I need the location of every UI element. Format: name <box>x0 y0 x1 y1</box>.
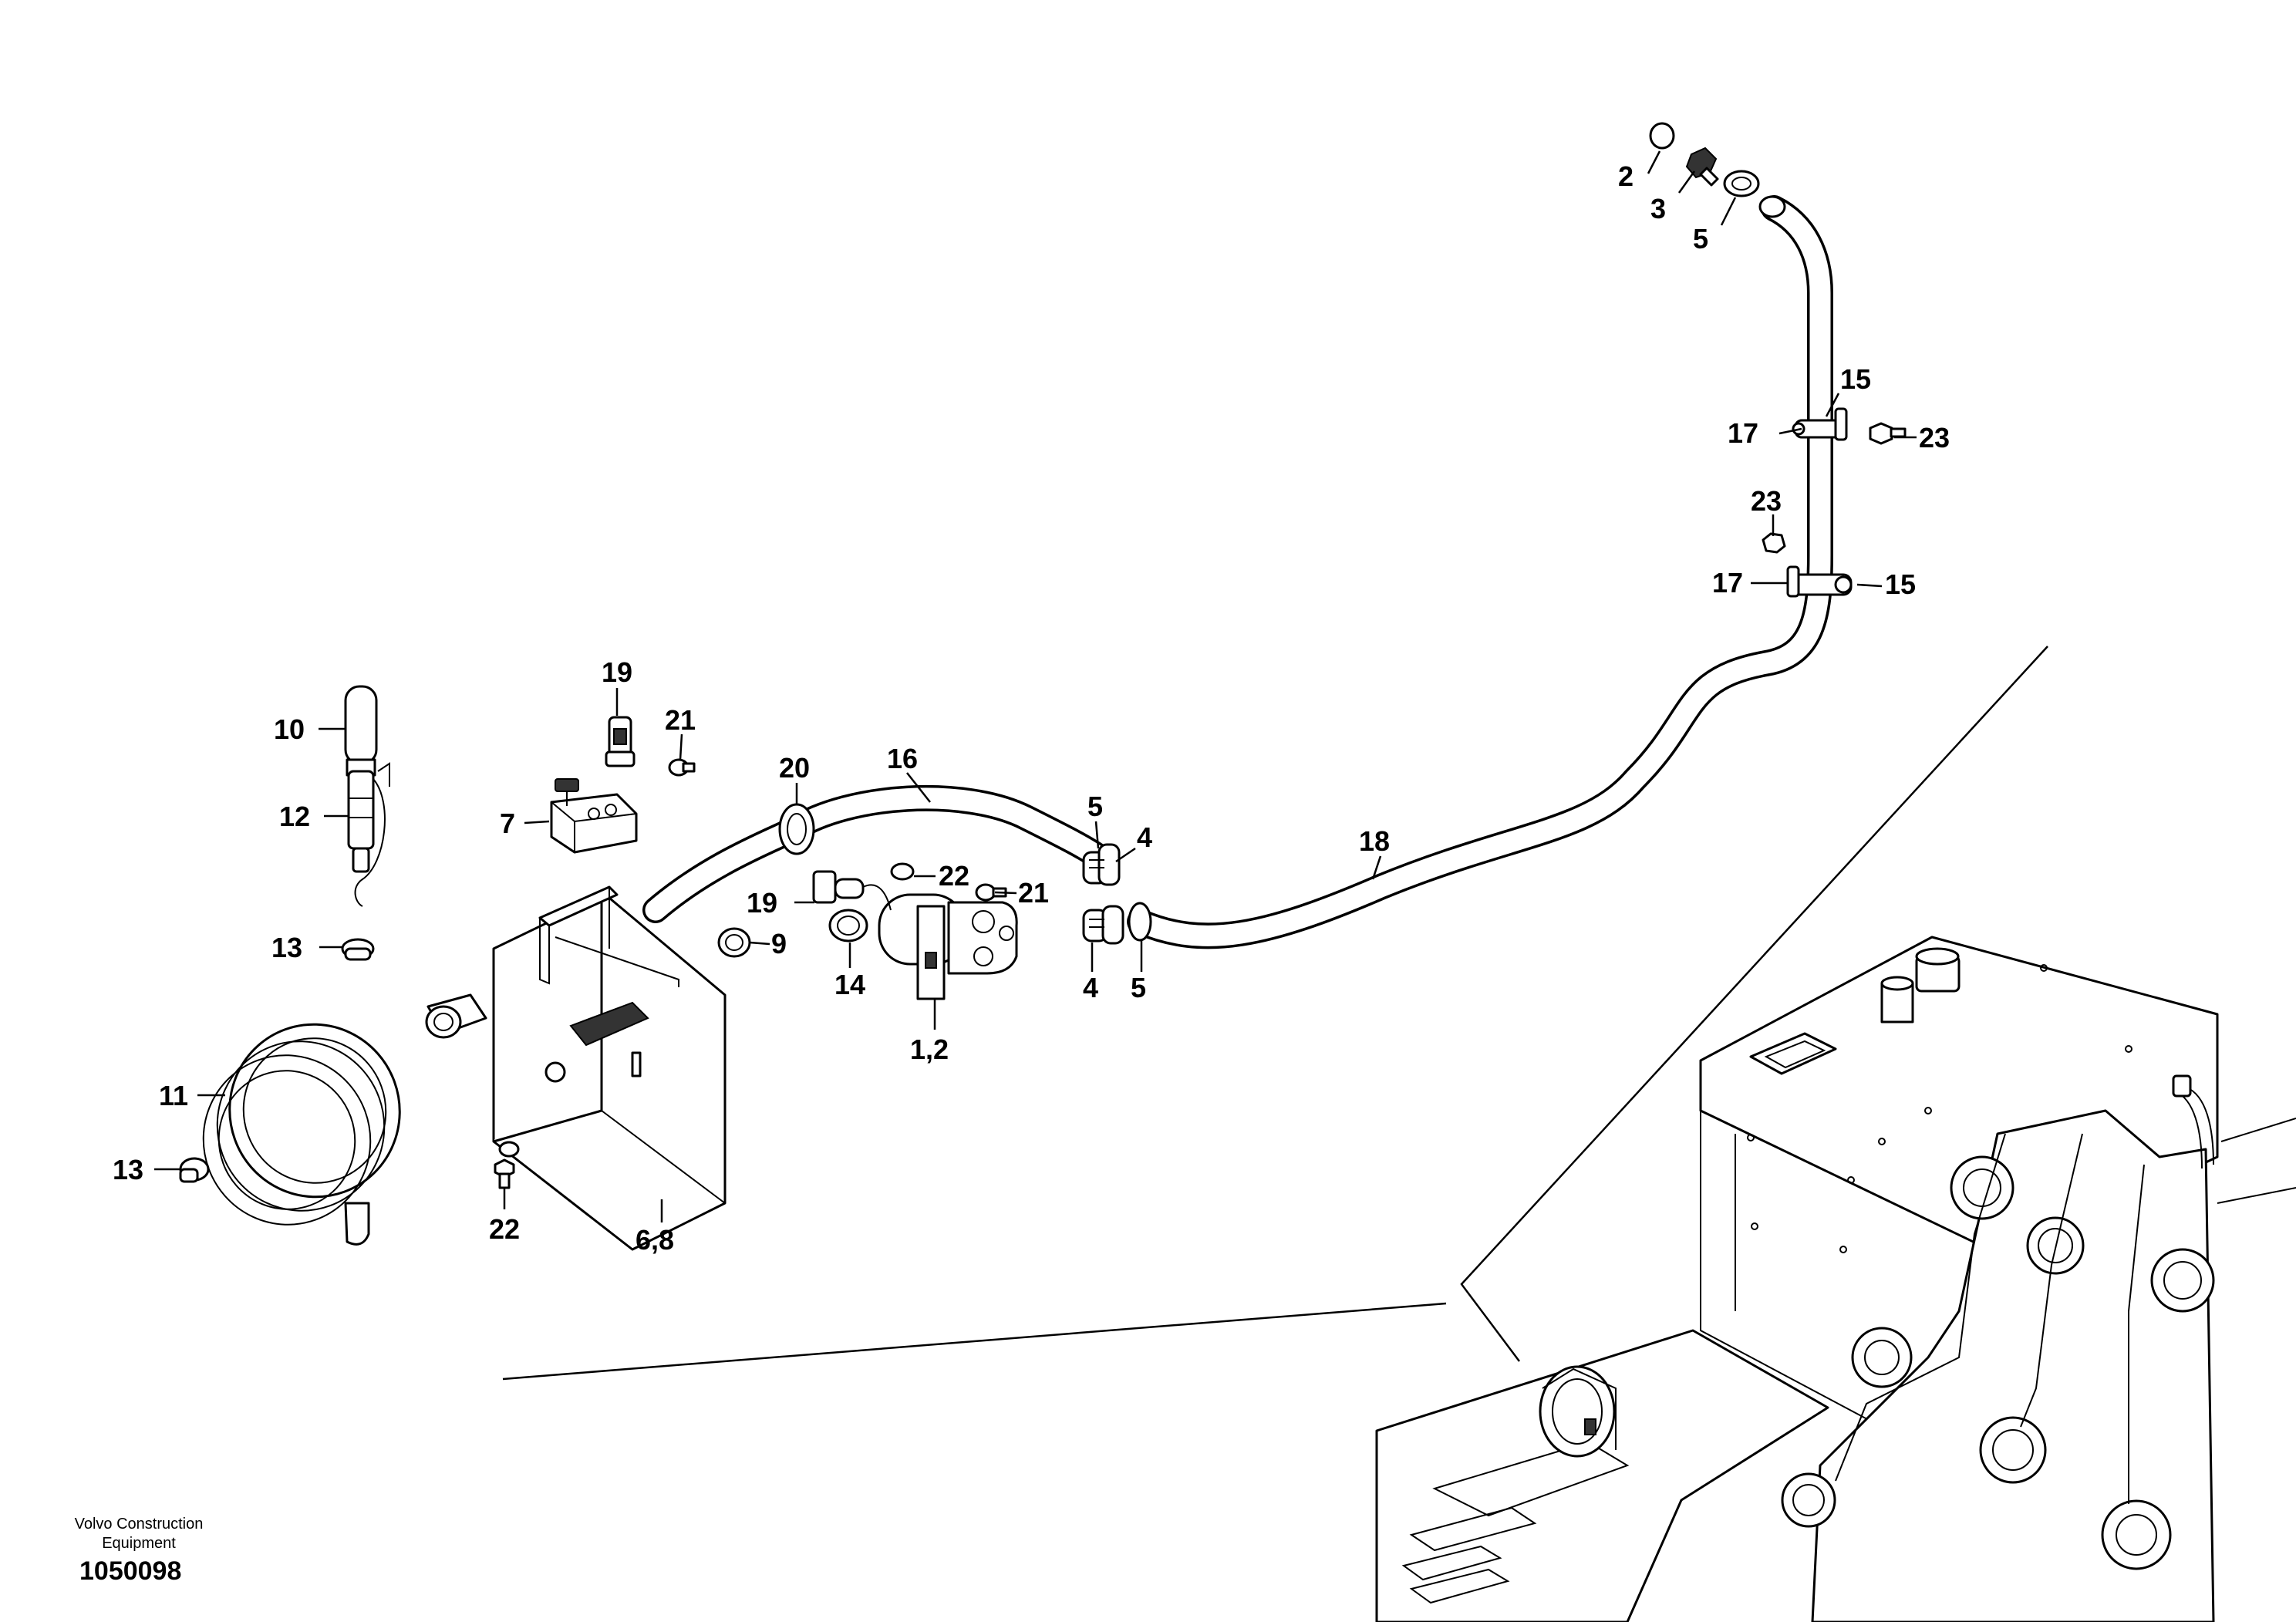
seal-9 <box>717 927 751 958</box>
clamp-15-lower <box>1786 565 1853 598</box>
callout-5-lower: 5 <box>1131 972 1146 1003</box>
fitting-4-upper <box>1082 843 1121 886</box>
callout-15-upper: 15 <box>1840 363 1871 395</box>
hose-clamp-5-top <box>1723 170 1760 197</box>
callout-16: 16 <box>887 743 918 774</box>
callout-21-lower: 21 <box>1018 877 1049 909</box>
callout-1-2: 1,2 <box>910 1034 949 1065</box>
callout-4-lower: 4 <box>1083 972 1098 1003</box>
grommet-20 <box>778 803 815 855</box>
callout-2: 2 <box>1618 160 1633 192</box>
callout-6-8: 6,8 <box>636 1224 674 1256</box>
fuel-filter-1-2 <box>878 893 1018 1030</box>
callout-17-upper: 17 <box>1728 417 1758 449</box>
callout-23-upper: 23 <box>1919 422 1950 454</box>
screw-21-upper-icon <box>668 758 696 777</box>
callouts: 2 3 5 15 17 23 23 17 15 19 21 10 12 7 20… <box>113 160 1950 1256</box>
hose-clamp-5-lower <box>1128 902 1152 942</box>
callout-15-lower: 15 <box>1885 568 1916 600</box>
hose-18 <box>1127 195 1833 949</box>
document-number: 1050098 <box>79 1556 182 1586</box>
callout-3: 3 <box>1650 193 1666 224</box>
callout-9: 9 <box>771 928 787 959</box>
callout-14: 14 <box>834 969 865 1000</box>
leader-lines <box>154 150 1917 1222</box>
callout-10: 10 <box>274 713 305 745</box>
callout-20: 20 <box>779 752 810 784</box>
plug-14 <box>828 909 868 943</box>
connector-19-lower <box>812 870 892 911</box>
hose-16 <box>642 784 1116 923</box>
screw-22-lower-icon <box>494 1158 515 1189</box>
o-ring-2 <box>1649 122 1675 150</box>
brand-label: Volvo Construction Equipment <box>74 1516 204 1552</box>
callout-19-upper: 19 <box>602 656 632 688</box>
relay-7 <box>550 778 638 854</box>
connector-19-upper <box>605 716 636 767</box>
callout-11: 11 <box>159 1080 188 1111</box>
callout-18: 18 <box>1359 825 1390 857</box>
callout-7: 7 <box>500 808 515 839</box>
callout-12: 12 <box>279 801 310 832</box>
clamp-15-upper <box>1792 407 1848 441</box>
callout-21-upper: 21 <box>665 704 696 736</box>
callout-5-mid: 5 <box>1087 791 1103 822</box>
bracket-6-8 <box>425 885 727 1251</box>
sensor-10-12 <box>344 685 390 907</box>
hose-clamp-13-upper <box>341 938 375 961</box>
callout-13-upper: 13 <box>271 932 302 963</box>
callout-22-lower: 22 <box>489 1213 520 1245</box>
callout-13-lower: 13 <box>113 1154 143 1185</box>
callout-22-upper: 22 <box>939 860 969 892</box>
nipple-3 <box>1685 147 1719 187</box>
callout-17-lower: 17 <box>1712 567 1743 599</box>
bolt-23-icon <box>1869 422 1907 445</box>
callout-5-top: 5 <box>1693 223 1708 255</box>
callout-19-lower: 19 <box>747 887 777 919</box>
callout-4-upper: 4 <box>1137 821 1152 853</box>
coiled-hose-11 <box>202 1023 401 1246</box>
machine-overview <box>502 646 2296 1622</box>
hose-clamp-13-lower <box>179 1157 210 1183</box>
screw-22-upper-icon <box>890 862 915 881</box>
callout-23-lower: 23 <box>1751 485 1782 517</box>
fitting-4-lower <box>1082 905 1124 945</box>
bolt-23-lower-icon <box>1762 532 1786 554</box>
